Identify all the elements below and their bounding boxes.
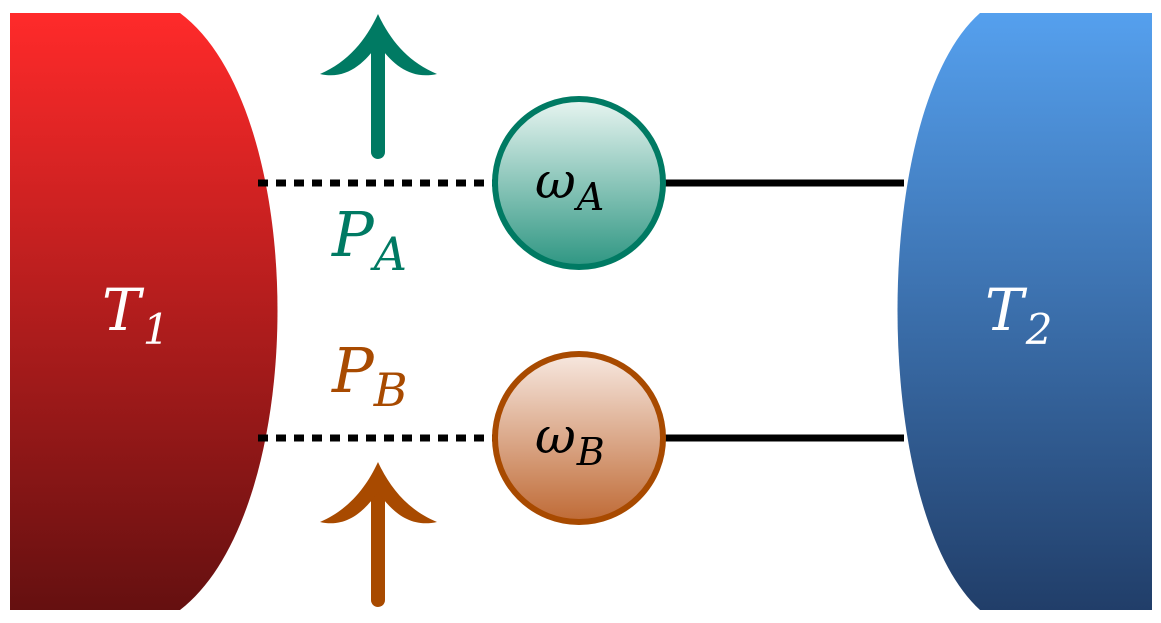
reservoir-t2-body: [897, 13, 1152, 610]
reservoir-t1: T1: [10, 13, 278, 610]
oscillator-b-label: ωB: [535, 407, 605, 474]
power-a-label: PA: [331, 198, 407, 281]
power-a-symbol: P: [331, 198, 375, 271]
reservoir-t2-symbol: T: [985, 276, 1028, 344]
oscillator-a-symbol: ω: [535, 152, 576, 210]
reservoir-t2: T2: [897, 13, 1152, 610]
reservoir-t1-subscript: 1: [143, 305, 170, 354]
arrow-up-icon: [320, 14, 437, 159]
oscillator-a-circle: [492, 96, 666, 270]
power-b-symbol: P: [331, 334, 375, 407]
arrow-up-icon: [320, 462, 437, 607]
reservoir-t1-label: T1: [102, 276, 169, 354]
oscillator-b-symbol: ω: [535, 407, 576, 465]
power-a-subscript: A: [370, 227, 407, 281]
reservoir-t1-symbol: T: [102, 276, 145, 344]
reservoir-t2-label: T2: [985, 276, 1052, 354]
power-b-subscript: B: [373, 363, 408, 417]
reservoir-t2-subscript: 2: [1025, 305, 1053, 354]
oscillator-b-subscript: B: [576, 430, 605, 474]
reservoir-t1-body: [10, 13, 278, 610]
oscillator-b-circle: [492, 351, 666, 525]
oscillator-a-label: ωA: [535, 152, 604, 219]
power-b-label: PB: [331, 334, 408, 417]
oscillator-a-subscript: A: [574, 175, 604, 219]
oscillator-b: ωB: [492, 351, 666, 525]
arrow-b-head: [320, 462, 437, 524]
arrow-a-head: [320, 14, 437, 76]
oscillator-a: ωA: [492, 96, 666, 270]
